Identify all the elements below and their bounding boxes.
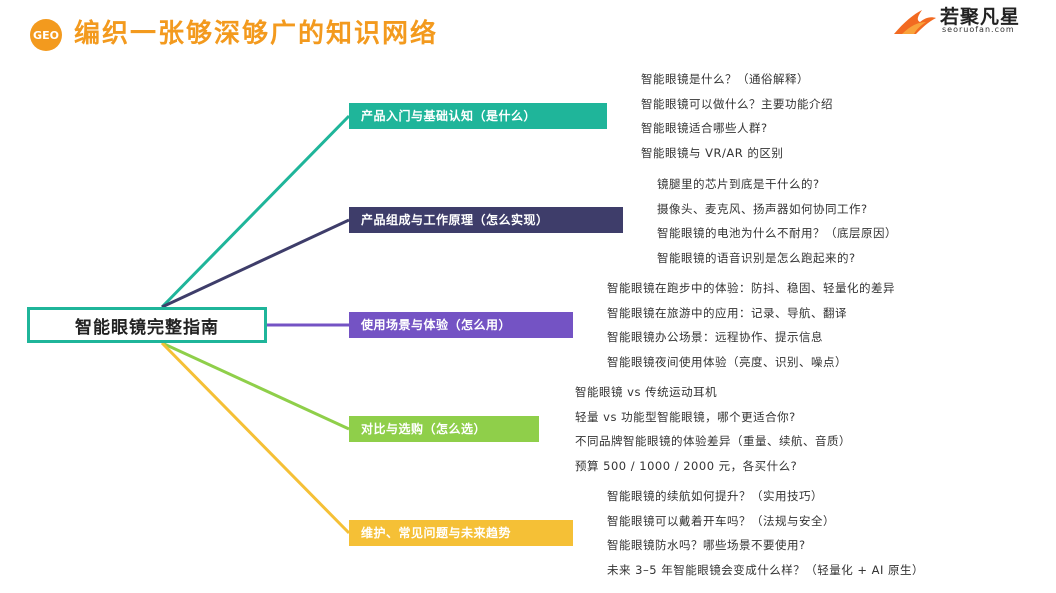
- branch-node-4: 对比与选购（怎么选）: [349, 416, 539, 442]
- leaf-item: 智能眼镜可以做什么？主要功能介绍: [641, 96, 833, 111]
- leaf-item: 不同品牌智能眼镜的体验差异（重量、续航、音质）: [575, 434, 851, 448]
- leaf-item: 智能眼镜在旅游中的应用：记录、导航、翻译: [607, 305, 847, 320]
- branch-node-2: 产品组成与工作原理（怎么实现）: [349, 207, 623, 233]
- leaf-item: 摄像头、麦克风、扬声器如何协同工作?: [657, 201, 868, 216]
- leaf-item: 智能眼镜在跑步中的体验：防抖、稳固、轻量化的差异: [607, 281, 895, 295]
- geo-badge: GEO: [30, 19, 62, 51]
- leaf-item: 未来 3–5 年智能眼镜会变成什么样？（轻量化 + AI 原生）: [607, 562, 925, 577]
- leaf-item: 智能眼镜适合哪些人群?: [641, 121, 768, 135]
- leaf-item: 智能眼镜 vs 传统运动耳机: [575, 385, 718, 399]
- star-flame-logo-icon: [894, 10, 936, 34]
- leaf-item: 预算 500 / 1000 / 2000 元，各买什么?: [575, 458, 798, 473]
- brand-logo: 若聚凡星 seoruofan.com: [888, 4, 1053, 40]
- leaf-item: 智能眼镜与 VR/AR 的区别: [641, 145, 784, 160]
- leaf-item: 镜腿里的芯片到底是干什么的?: [657, 177, 820, 191]
- brand-domain: seoruofan.com: [942, 25, 1015, 34]
- branch-node-3: 使用场景与体验（怎么用）: [349, 312, 573, 338]
- connector-line-1: [160, 114, 351, 309]
- connector-line-4: [161, 341, 350, 431]
- brand-name: 若聚凡星: [940, 6, 1021, 28]
- leaf-item: 智能眼镜的电池为什么不耐用？（底层原因）: [657, 226, 897, 240]
- leaf-item: 智能眼镜的语音识别是怎么跑起来的?: [657, 250, 856, 265]
- leaf-item: 智能眼镜夜间使用体验（亮度、识别、噪点）: [607, 354, 847, 369]
- connector-line-2: [161, 218, 350, 309]
- page-title: 编织一张够深够广的知识网络: [74, 19, 439, 49]
- branch-node-5: 维护、常见问题与未来趋势: [349, 520, 573, 546]
- leaf-item: 智能眼镜可以戴着开车吗？（法规与安全）: [607, 513, 835, 528]
- leaf-item: 智能眼镜办公场景：远程协作、提示信息: [607, 330, 823, 344]
- root-node: 智能眼镜完整指南: [27, 307, 267, 343]
- leaf-item: 智能眼镜是什么？（通俗解释）: [641, 72, 809, 86]
- leaf-item: 智能眼镜的续航如何提升？（实用技巧）: [607, 489, 823, 503]
- branch-node-1: 产品入门与基础认知（是什么）: [349, 103, 607, 129]
- leaf-item: 轻量 vs 功能型智能眼镜，哪个更适合你?: [575, 409, 796, 424]
- connector-line-5: [160, 341, 351, 535]
- leaf-item: 智能眼镜防水吗？哪些场景不要使用?: [607, 538, 806, 552]
